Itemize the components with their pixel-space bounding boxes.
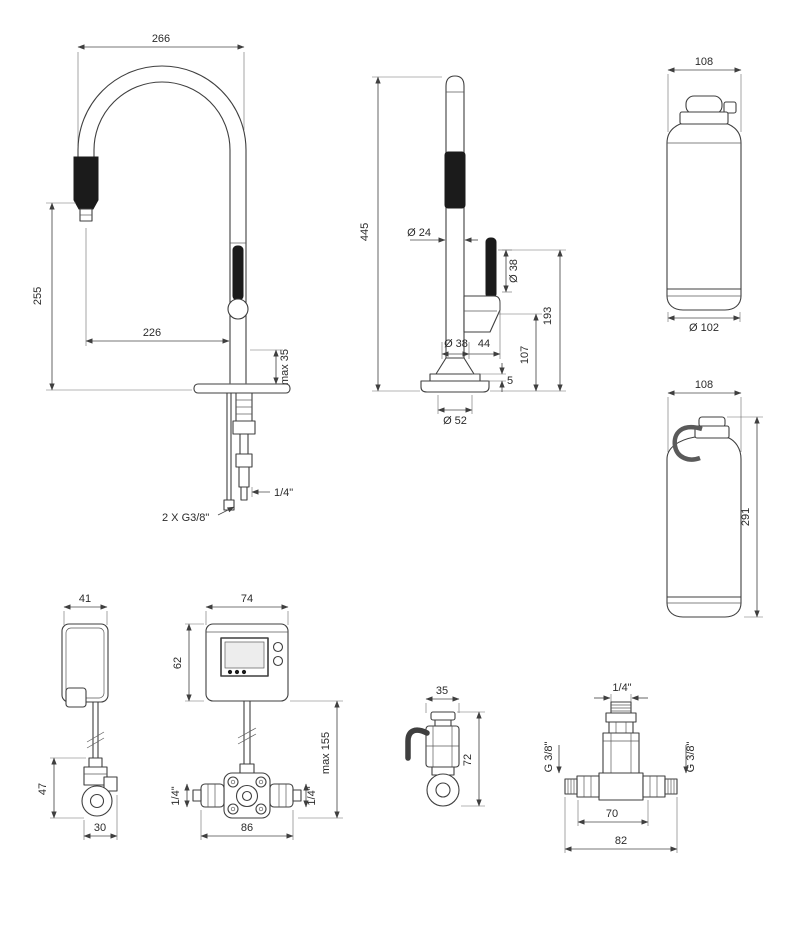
dim-108a-label: 108 — [695, 56, 713, 68]
view-tee-fitting: 1/4" — [543, 682, 697, 853]
dim-max35-label: max 35 — [279, 349, 291, 385]
dim-86-label: 86 — [241, 822, 253, 834]
valve-side — [81, 757, 118, 817]
dim-291-label: 291 — [740, 508, 752, 526]
dim-35-label: 35 — [436, 685, 448, 697]
control-button-bottom — [272, 655, 284, 667]
view-shutoff-valve: 35 72 — [405, 685, 485, 807]
spout-inner — [93, 81, 231, 384]
view-control-box-side: 41 47 30 — [37, 593, 118, 840]
dim-82-label: 82 — [615, 835, 627, 847]
label-g38-left: G 3/8" — [543, 742, 555, 773]
filter-b-handle — [672, 425, 703, 462]
valve-body — [425, 725, 460, 768]
valve-cap — [430, 711, 456, 721]
label-supply-connections: 2 X G3/8" — [162, 512, 209, 524]
spray-head-grip — [73, 156, 99, 210]
handle-rod-front — [485, 237, 497, 299]
tee-vertical-body — [602, 701, 640, 774]
filter-b-body — [666, 436, 742, 598]
dim-255-label: 255 — [32, 287, 44, 305]
trim-plate — [429, 373, 481, 382]
dim-193-label: 193 — [542, 307, 554, 325]
dim-d24-label: Ø 24 — [407, 227, 431, 239]
dim-62-label: 62 — [172, 657, 184, 669]
dim-d38-body-label: Ø 38 — [444, 338, 468, 350]
handle-joint — [463, 295, 501, 333]
label-g38-right: G 3/8" — [685, 742, 697, 773]
dim-74-label: 74 — [241, 593, 253, 605]
label-quarter-left: 1/4" — [170, 786, 182, 805]
label-quarter-top: 1/4" — [612, 682, 631, 694]
dim-d38-handle-label: Ø 38 — [508, 259, 520, 283]
handle-pivot — [227, 298, 249, 320]
spout-column — [445, 75, 465, 358]
view-filter-cartridge-b: 108 291 — [666, 379, 763, 618]
mounting-hardware — [223, 392, 256, 511]
base-disc — [420, 380, 490, 393]
filter-bottom — [666, 288, 742, 311]
filter-b-collar — [694, 425, 730, 439]
spray-grip-front — [444, 151, 466, 209]
dim-30-label: 30 — [94, 822, 106, 834]
box-side-foot — [65, 687, 87, 708]
view-filter-cartridge-a: 108 Ø 102 — [666, 56, 742, 334]
control-button-top — [272, 641, 284, 653]
dim-226-label: 226 — [143, 327, 161, 339]
base-plate-side — [193, 383, 291, 394]
view-faucet-side: 266 255 226 max 35 — [32, 33, 293, 524]
dim-44-label: 44 — [478, 338, 490, 350]
dim-266-label: 266 — [152, 33, 170, 45]
filter-collar — [679, 111, 729, 125]
dim-d102-label: Ø 102 — [689, 322, 719, 334]
mixing-valve — [192, 763, 302, 819]
dim-max155-label: max 155 — [320, 732, 332, 774]
label-quarter-inch-side: 1/4" — [274, 487, 293, 499]
valve-handle — [405, 727, 430, 761]
valve-neck — [434, 719, 452, 727]
dim-108b-label: 108 — [695, 379, 713, 391]
dim-41-label: 41 — [79, 593, 91, 605]
filter-cap — [685, 95, 723, 115]
dim-70-label: 70 — [606, 808, 618, 820]
dim-107-label: 107 — [519, 346, 531, 364]
display-screen — [224, 641, 265, 669]
spout-outer — [77, 65, 247, 384]
dim-72-label: 72 — [462, 754, 474, 766]
dim-d52-label: Ø 52 — [443, 415, 467, 427]
dim-445-label: 445 — [359, 223, 371, 241]
filter-cap-tab — [723, 101, 737, 114]
view-control-box-front: 74 62 — [170, 593, 343, 840]
dim-47-label: 47 — [37, 783, 49, 795]
handle-lever-side — [232, 245, 244, 301]
filter-b-bottom — [666, 596, 742, 618]
tee-horizontal-body — [564, 772, 678, 801]
label-quarter-right: 1/4" — [306, 786, 318, 805]
dim-5-label: 5 — [507, 375, 513, 387]
view-faucet-front: 445 Ø 24 Ø 38 193 107 Ø 38 44 — [359, 75, 566, 427]
filter-body — [666, 123, 742, 290]
